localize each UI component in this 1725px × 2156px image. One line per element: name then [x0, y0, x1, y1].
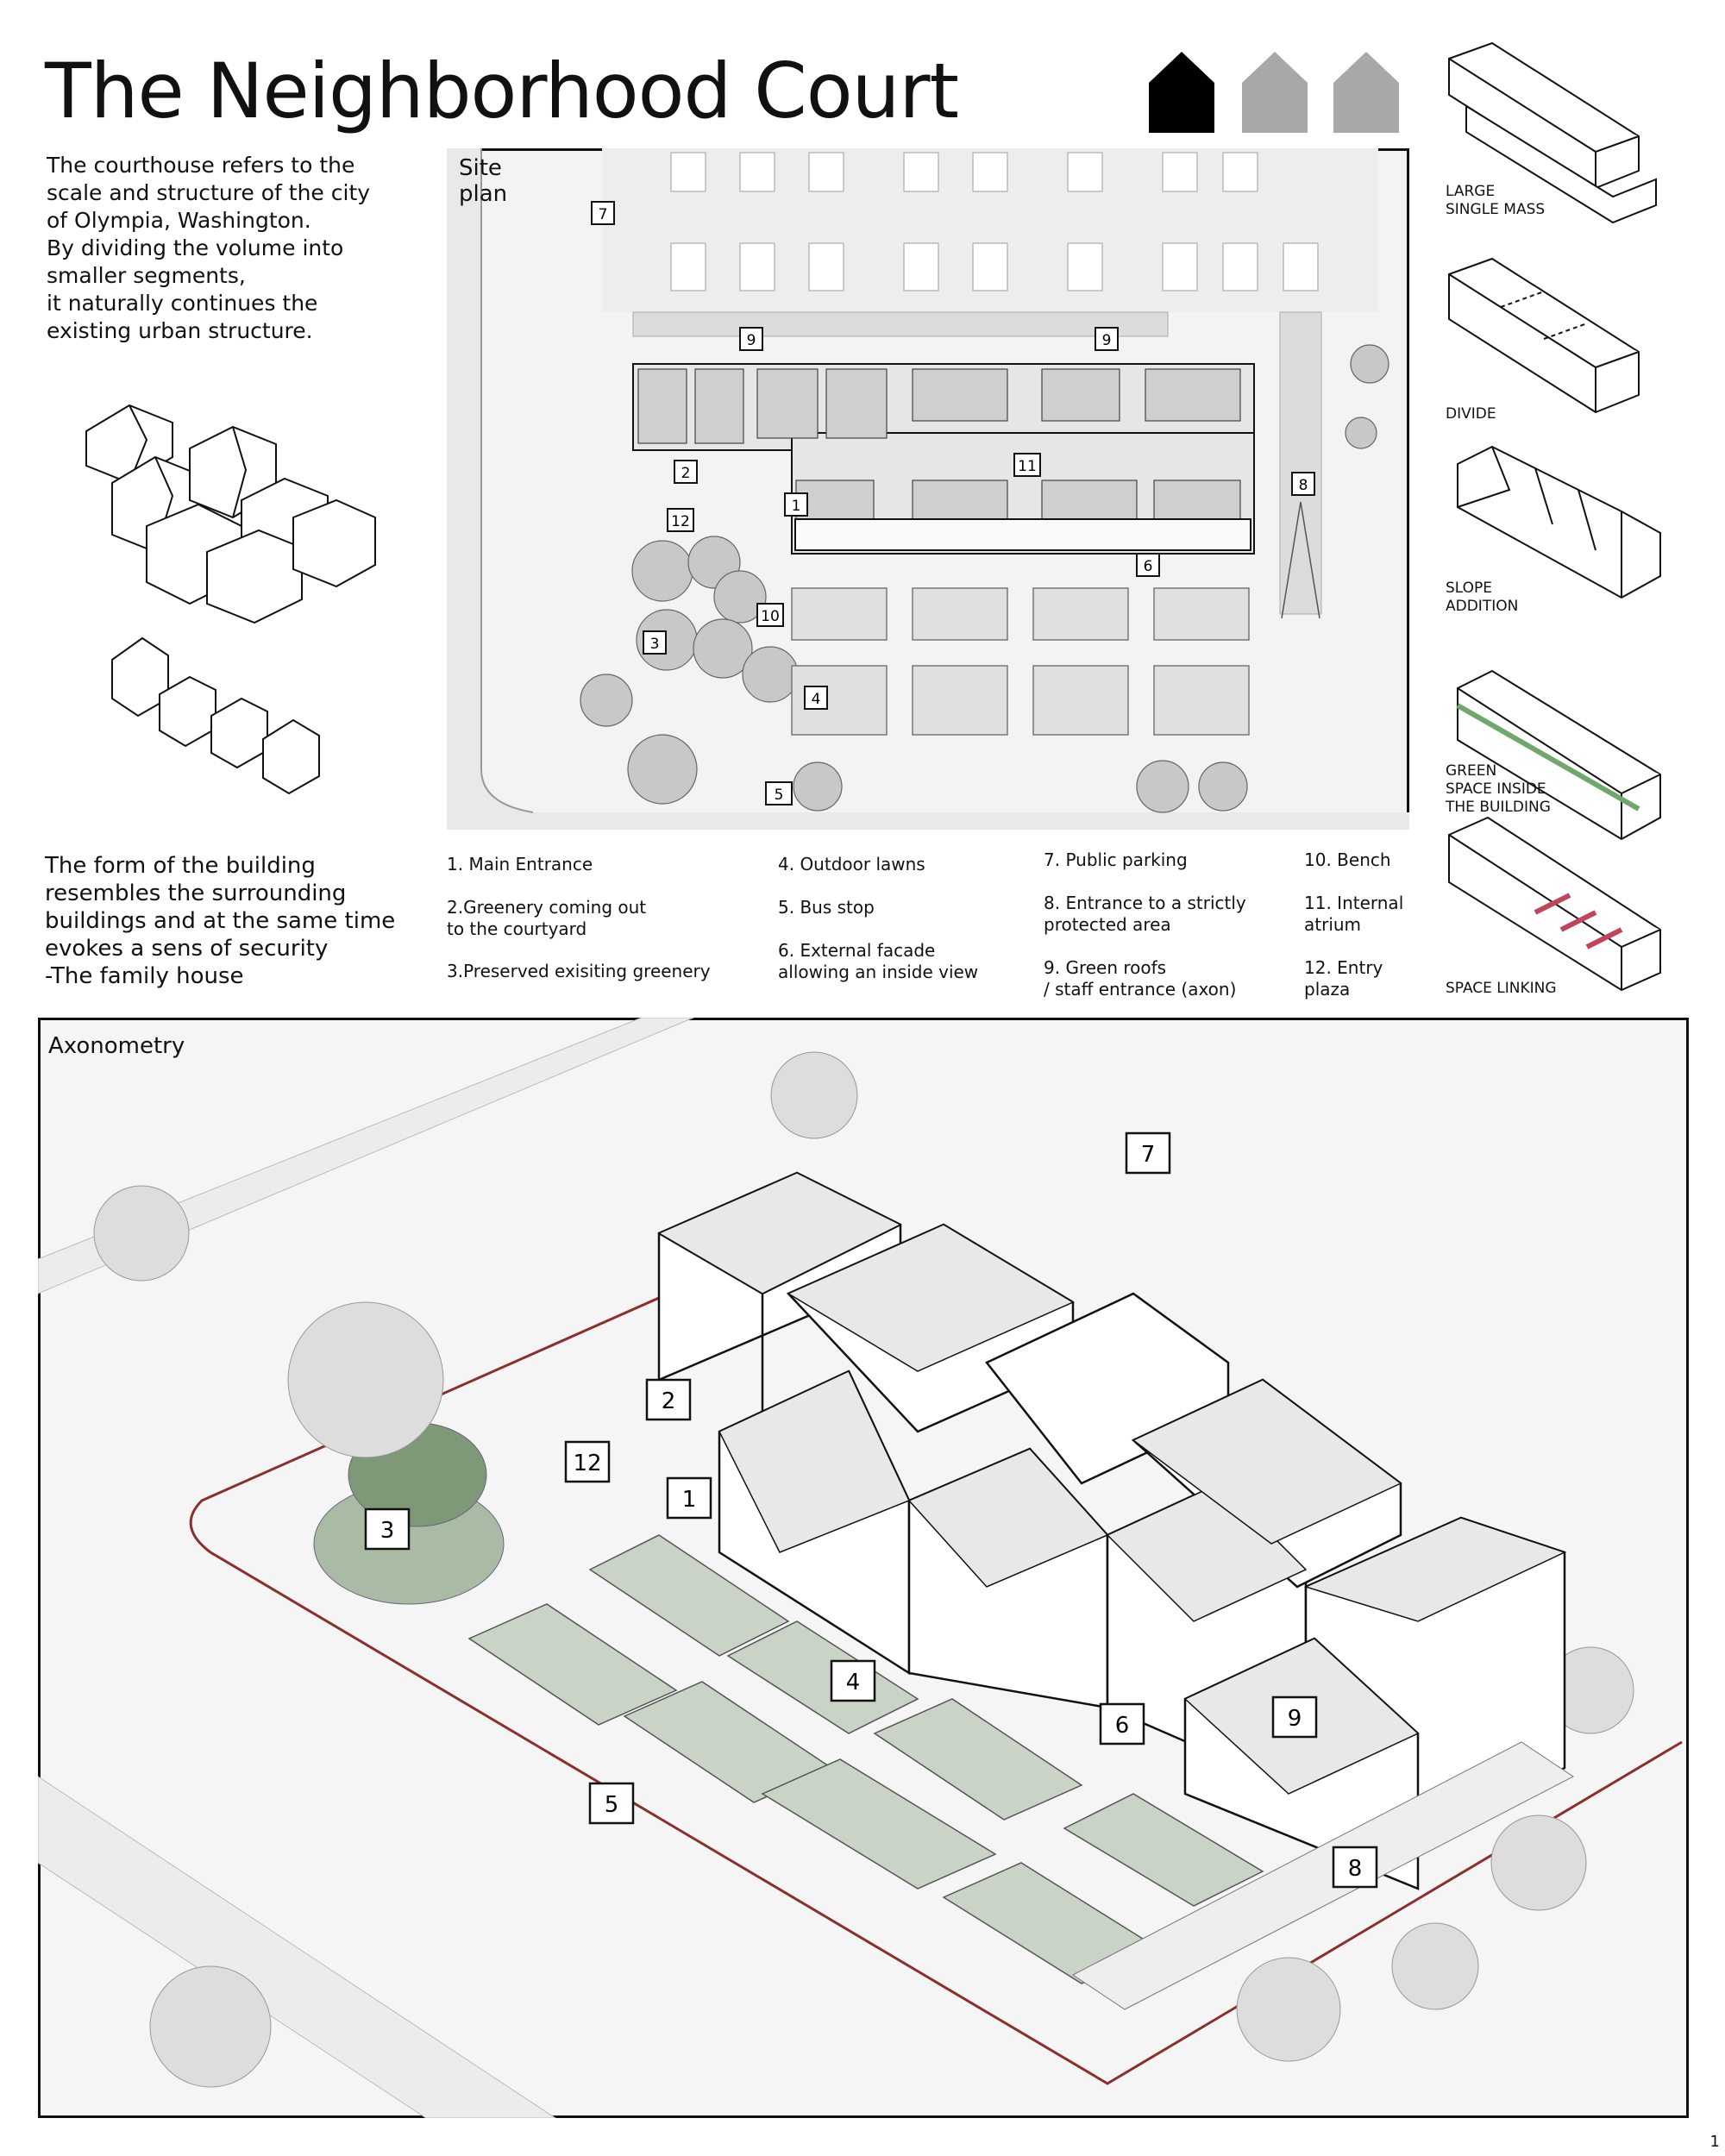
site-plan: 1 2 3 4 5 6 7 8 9 9 10 11 12: [447, 148, 1409, 830]
site-marker-9b: 9: [1102, 332, 1112, 349]
site-boundary: [189, 1296, 1683, 2085]
process-label-4: GREEN SPACE INSIDE THE BUILDING: [1446, 762, 1551, 816]
site-marker-5: 5: [775, 787, 784, 804]
axon-marker-1: 1: [682, 1487, 697, 1513]
legend-item-1: 1. Main Entrance: [447, 854, 593, 874]
site-plan-label: Site plan: [459, 155, 508, 207]
page-number: 1: [1709, 2133, 1720, 2151]
process-label-2: DIVIDE: [1446, 405, 1496, 423]
legend-item-8: 8. Entrance to a strictly protected area: [1044, 893, 1246, 935]
page-title: The Neighborhood Court: [45, 47, 959, 135]
site-marker-6: 6: [1144, 558, 1153, 575]
house-icons: [1149, 52, 1399, 133]
site-marker-12: 12: [671, 513, 690, 530]
axon-marker-7: 7: [1141, 1142, 1156, 1168]
site-marker-9a: 9: [747, 332, 756, 349]
process-diagrams: [1448, 41, 1661, 992]
site-marker-11: 11: [1018, 458, 1037, 475]
process-label-3: SLOPE ADDITION: [1446, 580, 1519, 615]
site-marker-2: 2: [681, 465, 691, 482]
process-label-1: LARGE SINGLE MASS: [1446, 183, 1546, 218]
axonometry-label: Axonometry: [48, 1033, 185, 1059]
axon-marker-5: 5: [605, 1792, 619, 1818]
legend-item-3: 3.Preserved exisiting greenery: [447, 961, 711, 981]
intro-text: The courthouse refers to the scale and s…: [47, 153, 371, 343]
house-icon-dark: [1149, 52, 1214, 133]
legend-item-5: 5. Bus stop: [778, 897, 875, 918]
axon-marker-12: 12: [573, 1451, 601, 1476]
family-houses-sketch: [111, 636, 320, 795]
legend-item-11: 11. Internal atrium: [1304, 893, 1404, 935]
legend-item-12: 12. Entry plaza: [1304, 957, 1383, 1000]
axon-marker-6: 6: [1115, 1713, 1130, 1739]
axonometry: 1 2 3 4 5 6 7 8 9 12: [38, 1018, 1689, 2118]
site-marker-8: 8: [1299, 477, 1308, 494]
site-marker-1: 1: [792, 498, 801, 515]
axon-marker-9: 9: [1288, 1706, 1302, 1732]
legend-item-10: 10. Bench: [1304, 849, 1391, 870]
legend-item-9: 9. Green roofs / staff entrance (axon): [1044, 957, 1237, 1000]
axon-marker-8: 8: [1348, 1856, 1363, 1882]
legend-item-2: 2.Greenery coming out to the courtyard: [447, 897, 647, 939]
axon-marker-2: 2: [662, 1388, 676, 1414]
axon-marker-4: 4: [846, 1670, 861, 1695]
legend-item-4: 4. Outdoor lawns: [778, 854, 925, 874]
site-marker-10: 10: [761, 608, 780, 625]
clustered-houses-sketch: [85, 404, 376, 624]
house-icon-grey-2: [1333, 52, 1399, 133]
site-marker-3: 3: [650, 636, 660, 653]
form-description: The form of the building resembles the s…: [45, 853, 396, 989]
legend-item-7: 7. Public parking: [1044, 849, 1188, 870]
site-marker-7: 7: [599, 206, 608, 223]
axon-marker-3: 3: [380, 1518, 395, 1544]
legend-item-6: 6. External facade allowing an inside vi…: [778, 940, 979, 982]
process-label-5: SPACE LINKING: [1446, 980, 1557, 997]
site-marker-4: 4: [812, 691, 821, 708]
house-icon-grey-1: [1242, 52, 1308, 133]
process-mass-3: [1457, 445, 1661, 599]
